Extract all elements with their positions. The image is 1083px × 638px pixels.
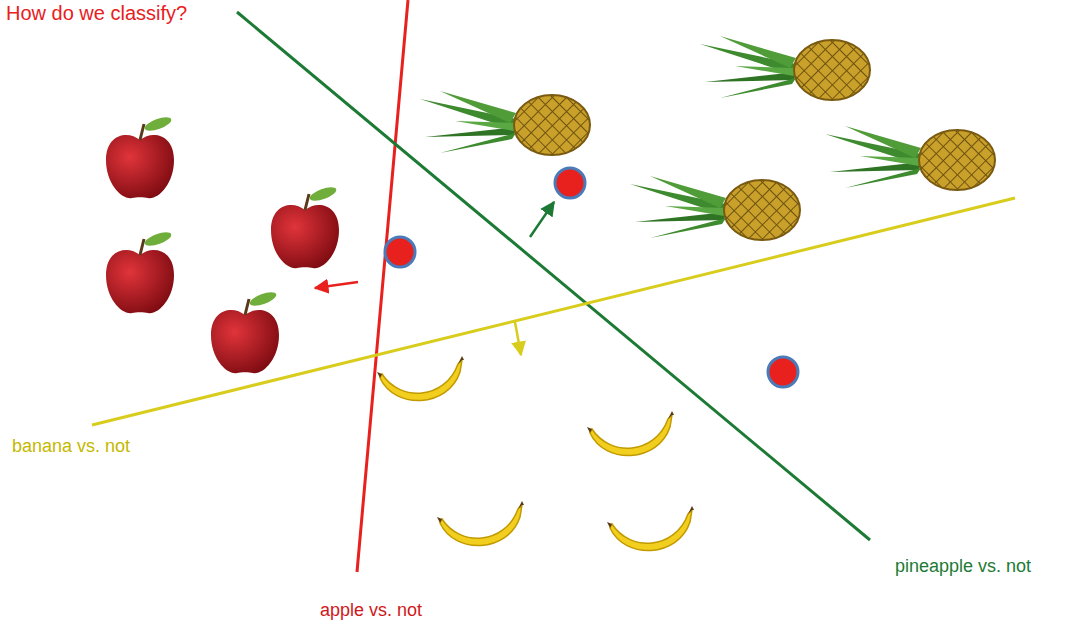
classifier-label: banana vs. not [10,436,132,457]
classifier-label: pineapple vs. not [893,556,1033,577]
slide-title: How do we classify? [4,2,189,25]
classifier-label: apple vs. not [318,600,424,621]
